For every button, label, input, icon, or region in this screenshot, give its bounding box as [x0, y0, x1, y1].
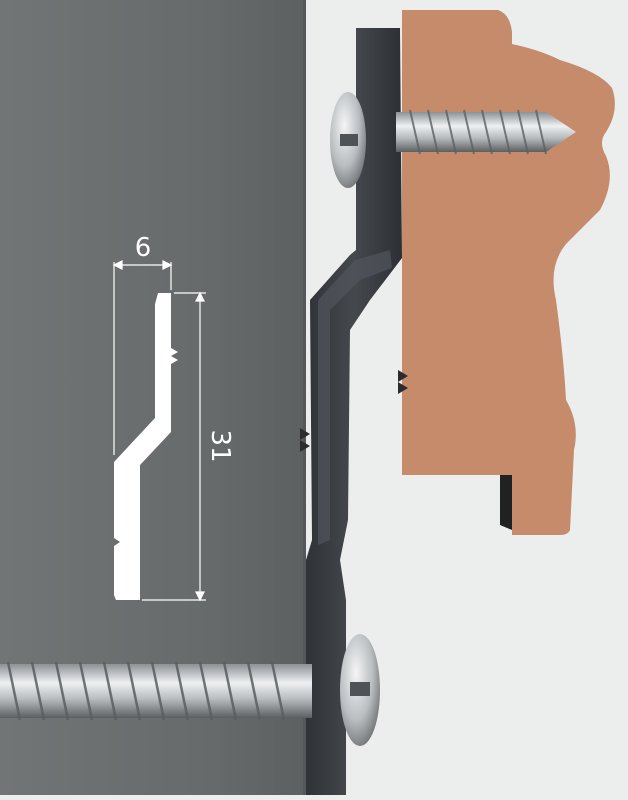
clip-notch	[398, 370, 408, 394]
profile-notch	[171, 348, 178, 364]
height-label: 31	[205, 429, 235, 462]
width-dimension	[112, 260, 173, 455]
lower-screw	[0, 634, 380, 746]
wood-skirting	[402, 10, 615, 535]
clip-bend-highlight	[318, 250, 392, 545]
clip-profile-outline	[114, 293, 171, 600]
width-label: 6	[135, 233, 152, 263]
wood-skirting-shadow	[500, 475, 512, 530]
upper-screw	[330, 92, 576, 188]
mounting-clip	[306, 28, 402, 795]
height-dimension	[142, 291, 206, 602]
clip-notch-2	[300, 428, 310, 452]
wall-edge	[303, 0, 306, 795]
profile-notch-lower	[114, 538, 120, 546]
